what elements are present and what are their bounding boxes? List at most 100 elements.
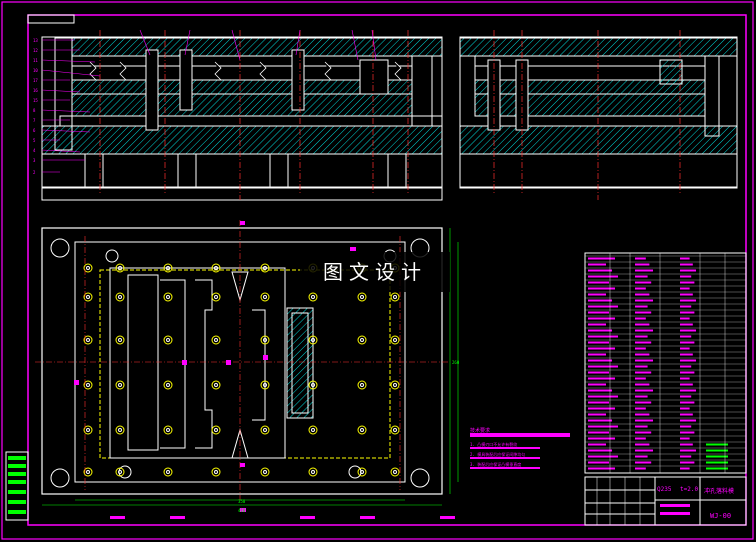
parts-list-cell	[680, 359, 696, 362]
guide-pin-icon	[118, 295, 122, 299]
parts-list-cell	[680, 263, 693, 266]
parts-list-cell	[588, 443, 606, 446]
parts-list-cell	[635, 335, 648, 338]
guide-pin-icon	[360, 428, 364, 432]
parts-list-cell	[635, 449, 653, 452]
screw-hole-icon	[211, 380, 221, 390]
parts-list-cell	[680, 275, 692, 278]
guide-pin-icon	[86, 266, 90, 270]
svg-text:6: 6	[33, 128, 36, 133]
tech-notes-area	[470, 433, 570, 469]
parts-list-cell	[680, 293, 693, 296]
guide-pin-icon	[86, 428, 90, 432]
parts-list-cell	[635, 341, 652, 344]
screw-hole-icon	[83, 425, 93, 435]
guide-pin-icon	[360, 338, 364, 342]
parts-list-cell	[635, 383, 650, 386]
watermark-label: 图文设计	[300, 252, 450, 292]
screw-hole-icon	[260, 292, 270, 302]
parts-list-cell	[588, 275, 618, 278]
screw-hole-icon	[83, 467, 93, 477]
parts-list-cell	[680, 401, 695, 404]
parts-list-cell	[635, 377, 646, 380]
parts-list-cell	[635, 257, 646, 260]
parts-list-cell	[680, 461, 695, 464]
revision-strip	[5, 451, 29, 521]
title-drawing-name: 冲孔落料模	[704, 488, 735, 495]
screw-hole-icon	[308, 380, 318, 390]
parts-list-cell	[588, 449, 612, 452]
screw-hole-icon	[357, 380, 367, 390]
title-material: Q235	[657, 486, 672, 493]
screw-hole-icon	[83, 263, 93, 273]
parts-list-cell	[635, 413, 650, 416]
parts-list-table	[584, 252, 747, 474]
tech-note-line-2: 2. 模具装配后应保证间隙均匀	[470, 452, 526, 457]
parts-list-cell	[635, 323, 650, 326]
parts-list-cell	[706, 461, 728, 464]
parts-list-cell	[635, 365, 648, 368]
guide-pin-icon	[166, 295, 170, 299]
guide-pin-icon	[263, 338, 267, 342]
guide-pin-icon	[393, 295, 397, 299]
guide-pin-icon	[166, 338, 170, 342]
parts-list-cell	[680, 317, 690, 320]
screw-hole-icon	[211, 263, 221, 273]
parts-list-cell	[588, 263, 606, 266]
guide-pin-icon	[166, 383, 170, 387]
guide-pin-icon	[263, 383, 267, 387]
parts-list-cell	[635, 287, 646, 290]
guide-pin-icon	[166, 428, 170, 432]
parts-list-cell	[588, 335, 618, 338]
parts-list-cell	[635, 395, 648, 398]
guide-pin-icon	[311, 428, 315, 432]
svg-text:13: 13	[33, 38, 38, 43]
guide-pin-icon	[214, 338, 218, 342]
parts-list-cell	[588, 365, 618, 368]
svg-text:7: 7	[33, 118, 36, 123]
parts-list-cell	[588, 299, 612, 302]
screw-hole-icon	[260, 335, 270, 345]
parts-list-cell	[588, 317, 615, 320]
parts-list-cell	[680, 419, 696, 422]
guide-pin-icon	[214, 295, 218, 299]
screw-hole-icon	[115, 425, 125, 435]
svg-text:8: 8	[33, 108, 36, 113]
parts-list-cell	[680, 329, 696, 332]
screw-hole-icon	[211, 292, 221, 302]
parts-list-cell	[635, 311, 652, 314]
frame-code-box	[27, 14, 75, 24]
parts-list-cell	[635, 401, 652, 404]
parts-list-cell	[588, 323, 606, 326]
screw-hole-icon	[83, 292, 93, 302]
parts-list-cell	[588, 305, 618, 308]
svg-text:410: 410	[238, 508, 246, 513]
tech-notes-heading: 技术要求	[470, 428, 491, 434]
parts-list-cell	[635, 281, 652, 284]
parts-list-cell	[588, 371, 609, 374]
screw-hole-icon	[357, 425, 367, 435]
parts-list-cell	[680, 365, 692, 368]
parts-list-cell	[680, 407, 690, 410]
svg-text:10: 10	[33, 68, 38, 73]
guide-pin-icon	[263, 266, 267, 270]
parts-list-cell	[680, 287, 690, 290]
guide-pin-icon	[393, 470, 397, 474]
parts-list-cell	[588, 461, 609, 464]
parts-list-cell	[588, 341, 609, 344]
title-drawing-number: WJ-00	[710, 512, 732, 520]
parts-list-cell	[588, 401, 609, 404]
parts-list-cell	[680, 323, 693, 326]
guide-pin-icon	[86, 470, 90, 474]
parts-list-cell	[588, 395, 618, 398]
parts-list-cell	[680, 347, 690, 350]
guide-pin-icon	[214, 428, 218, 432]
parts-list-cell	[588, 467, 615, 470]
tech-note-line-1: 1. 凸模刃口不允许有裂纹	[470, 442, 518, 447]
parts-list-cell	[635, 425, 648, 428]
guide-pin-icon	[311, 295, 315, 299]
parts-list-cell	[680, 353, 693, 356]
svg-text:2: 2	[33, 170, 36, 175]
parts-list-cell	[635, 317, 646, 320]
